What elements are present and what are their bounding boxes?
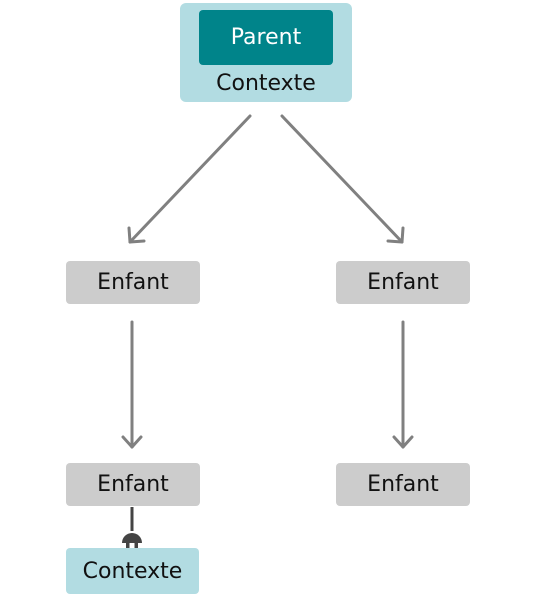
- arrow-right-child-to-grandchild: [392, 320, 414, 449]
- arrow-left-child-to-grandchild: [121, 320, 143, 449]
- parent-context-container: Parent Contexte: [180, 3, 352, 102]
- arrow-parent-to-left-child: [127, 114, 252, 244]
- child-node-left: Enfant: [66, 261, 200, 304]
- child-node-right: Enfant: [336, 261, 470, 304]
- grandchild-node-right: Enfant: [336, 463, 470, 506]
- arrow-parent-to-right-child: [280, 114, 405, 244]
- grandchild-node-left: Enfant: [66, 463, 200, 506]
- plug-connector-icon: [122, 507, 142, 549]
- consumer-context-node: Contexte: [66, 548, 199, 594]
- parent-node: Parent: [199, 10, 333, 65]
- parent-context-label: Contexte: [216, 71, 316, 96]
